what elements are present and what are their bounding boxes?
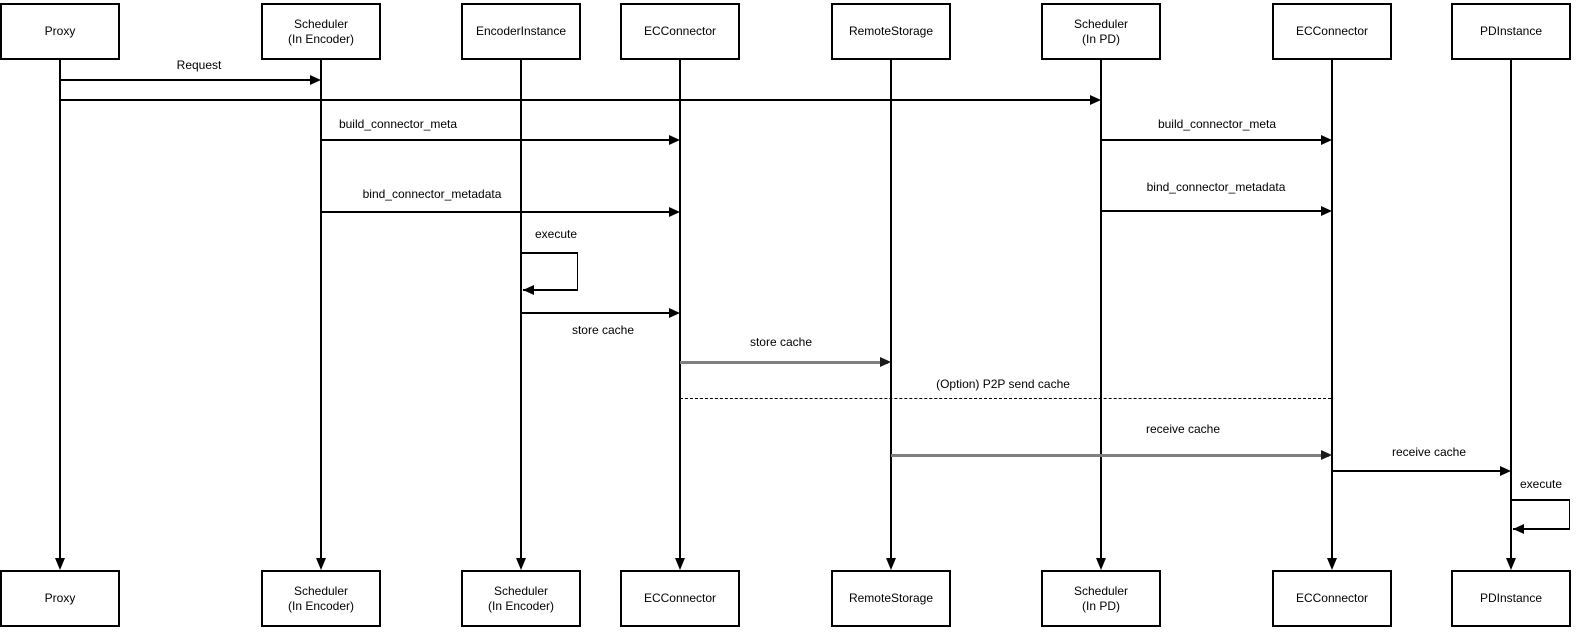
- lifeline-end-arrow-icon: [1506, 558, 1516, 570]
- message-self-loop-bottom: [1513, 528, 1570, 530]
- message-line: [1101, 210, 1329, 212]
- message-label: execute: [1517, 477, 1565, 492]
- message-line: [60, 79, 318, 81]
- participant-bottom-box-proxy: Proxy: [0, 570, 120, 627]
- participant-label: (In PD): [1081, 31, 1120, 46]
- participant-bottom-box-ec-connector-1: ECConnector: [620, 570, 740, 627]
- participant-label: (In Encoder): [487, 598, 555, 613]
- message-line: [680, 360, 888, 364]
- lifeline-encoder-instance: [520, 60, 522, 559]
- lifeline-end-arrow-icon: [316, 558, 326, 570]
- participant-bottom-box-scheduler-pd: Scheduler(In PD): [1041, 570, 1161, 627]
- participant-label: ECConnector: [643, 591, 717, 605]
- message-line: [1101, 139, 1329, 141]
- message-arrowhead-icon: [1320, 449, 1332, 460]
- participant-bottom-box-scheduler-encoder: Scheduler(In Encoder): [261, 570, 381, 627]
- lifeline-ec-connector-1: [679, 60, 681, 559]
- participant-label: Scheduler: [293, 16, 349, 31]
- participant-bottom-box-remote-storage: RemoteStorage: [831, 570, 951, 627]
- lifeline-proxy: [59, 60, 61, 559]
- message-label: bind_connector_metadata: [1144, 180, 1288, 195]
- lifeline-scheduler-pd: [1100, 60, 1102, 559]
- message-line: [1332, 470, 1508, 472]
- participant-top-box-proxy: Proxy: [0, 3, 120, 60]
- message-label: bind_connector_metadata: [360, 187, 504, 202]
- lifeline-pd-instance: [1510, 60, 1512, 559]
- participant-label: Proxy: [44, 591, 76, 605]
- message-label: execute: [532, 227, 580, 242]
- message-label: receive cache: [1143, 422, 1223, 437]
- message-self-loop-top: [521, 252, 578, 254]
- message-label: Request: [174, 58, 224, 73]
- participant-label: ECConnector: [1295, 24, 1369, 38]
- lifeline-end-arrow-icon: [516, 558, 526, 570]
- message-arrowhead-icon: [1320, 205, 1332, 216]
- message-label: receive cache: [1389, 445, 1469, 460]
- message-line-dashed: [680, 398, 1331, 400]
- participant-label: ECConnector: [643, 24, 717, 38]
- message-arrowhead-icon: [309, 74, 321, 85]
- message-self-loop-bottom: [523, 289, 578, 291]
- participant-label: (In Encoder): [287, 31, 355, 46]
- participant-top-box-ec-connector-1: ECConnector: [620, 3, 740, 60]
- message-line: [891, 453, 1329, 457]
- participant-label: RemoteStorage: [848, 591, 934, 605]
- message-label: build_connector_meta: [1155, 117, 1279, 132]
- message-arrowhead-icon: [522, 284, 534, 295]
- message-self-loop-top: [1511, 499, 1570, 501]
- message-line: [321, 211, 677, 213]
- message-arrowhead-icon: [1499, 465, 1511, 476]
- participant-label: PDInstance: [1479, 591, 1543, 605]
- participant-label: Scheduler: [1073, 583, 1129, 598]
- message-arrowhead-icon: [879, 356, 891, 367]
- participant-top-box-pd-instance: PDInstance: [1451, 3, 1571, 60]
- message-arrowhead-icon: [1320, 134, 1332, 145]
- participant-label: Proxy: [44, 24, 76, 38]
- participant-label: PDInstance: [1479, 24, 1543, 38]
- participant-label: Scheduler: [1073, 16, 1129, 31]
- message-label: store cache: [569, 323, 637, 338]
- participant-top-box-encoder-instance: EncoderInstance: [461, 3, 581, 60]
- participant-bottom-box-pd-instance: PDInstance: [1451, 570, 1571, 627]
- message-label: build_connector_meta: [336, 117, 460, 132]
- participant-top-box-scheduler-encoder: Scheduler(In Encoder): [261, 3, 381, 60]
- participant-label: EncoderInstance: [475, 24, 567, 38]
- lifeline-ec-connector-2: [1331, 60, 1333, 559]
- participant-top-box-scheduler-pd: Scheduler(In PD): [1041, 3, 1161, 60]
- message-self-loop-side: [1568, 500, 1570, 529]
- message-label: (Option) P2P send cache: [934, 377, 1072, 392]
- participant-label: RemoteStorage: [848, 24, 934, 38]
- lifeline-scheduler-encoder: [320, 60, 322, 559]
- message-arrowhead-icon: [1089, 94, 1101, 105]
- participant-top-box-remote-storage: RemoteStorage: [831, 3, 951, 60]
- message-arrowhead-icon: [668, 307, 680, 318]
- participant-bottom-box-encoder-instance: Scheduler(In Encoder): [461, 570, 581, 627]
- participant-bottom-box-ec-connector-2: ECConnector: [1272, 570, 1392, 627]
- participant-top-box-ec-connector-2: ECConnector: [1272, 3, 1392, 60]
- message-line: [321, 139, 677, 141]
- lifeline-end-arrow-icon: [886, 558, 896, 570]
- participant-label: Scheduler: [493, 583, 549, 598]
- message-line: [60, 99, 1098, 101]
- message-arrowhead-icon: [668, 134, 680, 145]
- lifeline-end-arrow-icon: [1327, 558, 1337, 570]
- participant-label: Scheduler: [293, 583, 349, 598]
- message-line: [521, 312, 677, 314]
- participant-label: ECConnector: [1295, 591, 1369, 605]
- message-arrowhead-icon: [668, 206, 680, 217]
- lifeline-end-arrow-icon: [675, 558, 685, 570]
- participant-label: (In Encoder): [287, 598, 355, 613]
- message-arrowhead-icon: [1512, 523, 1524, 534]
- message-label: store cache: [747, 335, 815, 350]
- lifeline-end-arrow-icon: [1096, 558, 1106, 570]
- lifeline-end-arrow-icon: [55, 558, 65, 570]
- lifeline-remote-storage: [890, 60, 892, 559]
- participant-label: (In PD): [1081, 598, 1120, 613]
- message-self-loop-side: [576, 253, 578, 290]
